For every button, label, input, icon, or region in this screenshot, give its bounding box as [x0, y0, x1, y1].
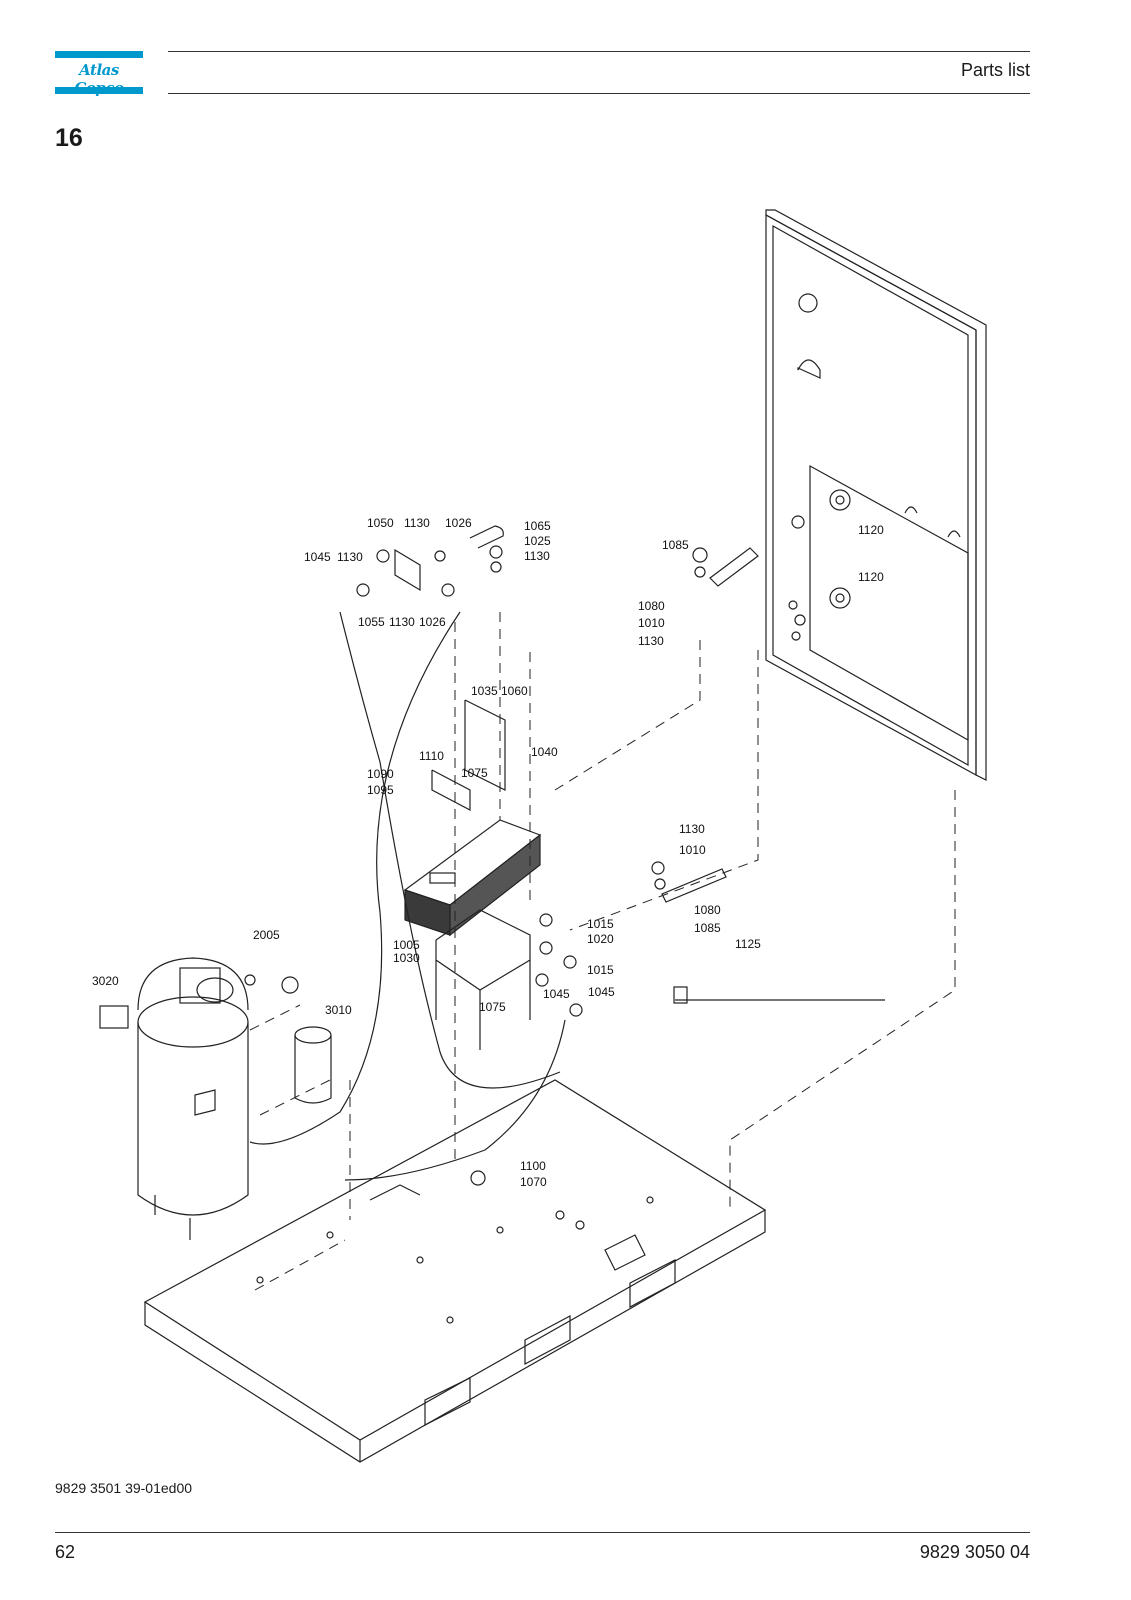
drawing-reference: 9829 3501 39-01ed00 [55, 1480, 193, 1496]
callout-1005: 1005 [393, 938, 420, 952]
callout-1055: 1055 [358, 615, 385, 629]
callout-1040: 1040 [531, 745, 558, 759]
callout-2005: 2005 [253, 928, 280, 942]
callout-1045: 1045 [588, 985, 615, 999]
callout-1080: 1080 [694, 903, 721, 917]
logo-top-bar [55, 51, 143, 58]
callout-1130: 1130 [404, 516, 430, 530]
rear-panel [765, 209, 987, 781]
callout-1010: 1010 [638, 616, 665, 630]
header-rule-top [168, 51, 1030, 52]
callout-3010: 3010 [325, 1003, 352, 1017]
callout-1095: 1095 [367, 783, 394, 797]
assembly-lines [249, 612, 956, 1291]
callout-1110: 1110 [419, 749, 444, 763]
hoses [249, 611, 885, 1181]
footer-rule [55, 1532, 1030, 1533]
callout-1026: 1026 [445, 516, 472, 530]
callout-1020: 1020 [587, 932, 614, 946]
chapter-number: 16 [55, 124, 83, 152]
callout-3020: 3020 [92, 974, 119, 988]
callout-1120: 1120 [858, 523, 884, 537]
callout-1085: 1085 [662, 538, 689, 552]
callout-1010: 1010 [679, 843, 706, 857]
callout-1026: 1026 [419, 615, 446, 629]
callout-1085: 1085 [694, 921, 721, 935]
base-frame [143, 1079, 767, 1463]
callout-1065: 1065 [524, 519, 551, 533]
callout-1090: 1090 [367, 767, 394, 781]
cooler-block [403, 699, 542, 1050]
callout-1035: 1035 [471, 684, 498, 698]
callout-1015: 1015 [587, 963, 614, 977]
callout-1015: 1015 [587, 917, 614, 931]
callout-1100: 1100 [520, 1159, 546, 1173]
header-rule-bottom [168, 93, 1030, 94]
callout-1130: 1130 [679, 822, 705, 836]
callout-1125: 1125 [735, 937, 761, 951]
fittings-top [99, 525, 759, 1201]
callout-1045: 1045 [543, 987, 570, 1001]
callout-1050: 1050 [367, 516, 394, 530]
callout-1130: 1130 [337, 550, 363, 564]
logo-bottom-bar [55, 87, 143, 94]
callout-1075: 1075 [479, 1000, 506, 1014]
callout-1130: 1130 [389, 615, 415, 629]
atlas-copco-logo: Atlas Copco [55, 51, 143, 97]
callout-1130: 1130 [638, 634, 664, 648]
oil-filter [294, 1026, 332, 1104]
callout-1030: 1030 [393, 951, 420, 965]
page-number: 62 [55, 1542, 76, 1562]
callout-1130: 1130 [524, 549, 550, 563]
section-title: Parts list [960, 60, 1030, 80]
compressor-vessel [137, 957, 249, 1240]
callout-1080: 1080 [638, 599, 665, 613]
callout-1075: 1075 [461, 766, 488, 780]
callout-1045: 1045 [304, 550, 331, 564]
callout-1120: 1120 [858, 570, 884, 584]
callout-labels: 1050 1130 1026 1065 1025 1130 1045 1130 … [92, 516, 884, 1189]
callout-1070: 1070 [520, 1175, 547, 1189]
callout-1060: 1060 [501, 684, 528, 698]
callout-1025: 1025 [524, 534, 551, 548]
document-number: 9829 3050 04 [919, 1542, 1030, 1562]
